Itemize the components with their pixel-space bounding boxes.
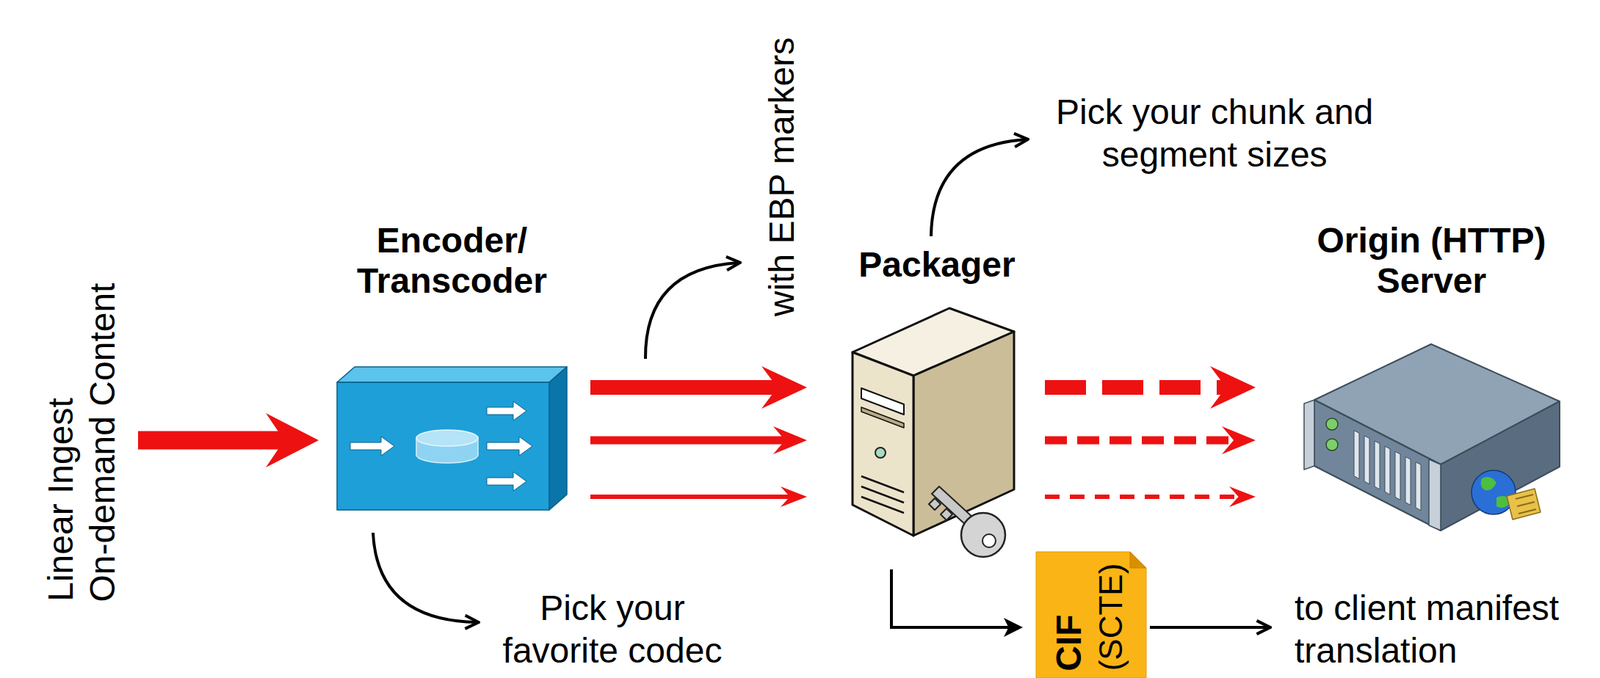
connector-head — [1221, 426, 1256, 455]
box-front — [337, 382, 550, 511]
globe — [1471, 470, 1516, 515]
callout-arrow — [931, 139, 1027, 237]
key-tooth — [940, 508, 953, 521]
input-label: On-demand Content — [84, 282, 122, 603]
white-arrow — [486, 436, 533, 456]
film-frames — [1515, 494, 1537, 514]
connector-line — [1044, 494, 1241, 500]
drive-slot — [861, 407, 904, 429]
node-icon — [1301, 342, 1562, 531]
connector-head — [1229, 486, 1256, 508]
rack-handle — [1428, 459, 1441, 531]
connector-line — [1044, 380, 1228, 396]
white-arrow — [486, 472, 527, 492]
status-led — [1326, 418, 1338, 431]
box-top — [337, 367, 567, 383]
flow-connector — [590, 486, 807, 508]
connector-head — [780, 486, 807, 508]
connector-line — [891, 569, 1011, 628]
drive-bay — [1384, 446, 1390, 495]
node-icon — [852, 306, 1022, 567]
rack-handle — [1304, 400, 1315, 470]
encoder-node: Encoder/ Transcoder — [337, 220, 567, 511]
drive-bay — [1364, 436, 1370, 485]
drive-bay — [1415, 462, 1421, 512]
status-led — [1326, 439, 1338, 451]
callout-arrow — [645, 262, 739, 360]
input-arrow-line — [138, 431, 288, 451]
document-fold — [1130, 552, 1147, 569]
key-tooth — [928, 498, 941, 511]
tower-side — [913, 331, 1015, 537]
cif-document-node: CIF(SCTE) — [1036, 552, 1147, 678]
drive-bay — [1395, 451, 1401, 501]
server-side — [1440, 401, 1560, 531]
grille-line — [861, 486, 904, 503]
box-side — [549, 367, 567, 511]
origin-server-node: Origin (HTTP) Server — [1301, 220, 1562, 531]
connector-line — [590, 380, 780, 396]
drive-bay — [1354, 431, 1360, 480]
connector-head — [773, 426, 807, 455]
node-icon — [337, 367, 567, 511]
flow-connector — [1044, 366, 1256, 409]
connector-head — [1003, 618, 1023, 638]
cylinder-top — [416, 430, 479, 447]
flow-connector — [590, 426, 807, 455]
input-label: Linear Ingest — [42, 397, 80, 603]
server-front — [1314, 400, 1441, 531]
white-arrow — [350, 436, 395, 456]
callout-note: Pick your favorite codec — [497, 587, 727, 673]
document-label: (SCTE) — [1092, 563, 1130, 672]
node-heading: Packager — [852, 244, 1022, 285]
grille-line — [861, 497, 904, 514]
connector-line — [590, 494, 792, 500]
power-led — [875, 447, 886, 459]
white-arrow — [486, 401, 527, 421]
flow-connector — [1044, 486, 1256, 508]
flow-connector — [1044, 426, 1256, 455]
connector-head — [1210, 366, 1256, 409]
film-strip — [1506, 489, 1541, 520]
connector-line — [1044, 436, 1236, 445]
globe-land — [1481, 477, 1512, 509]
flow-connector — [891, 569, 1023, 638]
node-heading: Origin (HTTP) Server — [1301, 220, 1562, 302]
callout-note: Pick your chunk and segment sizes — [1050, 91, 1379, 177]
grille-line — [861, 476, 904, 493]
callout-arrow — [373, 533, 478, 623]
flow-connector — [590, 366, 807, 409]
packager-node: Packager — [852, 244, 1022, 567]
output-label: to client manifest translation — [1294, 587, 1570, 673]
key-head — [961, 513, 1006, 558]
input-arrow-head — [265, 413, 319, 468]
key-hole — [982, 534, 996, 548]
connector-head — [761, 366, 807, 409]
drive-bay — [1405, 456, 1411, 506]
document-shape — [1036, 552, 1147, 678]
document-label: CIF — [1050, 614, 1087, 672]
drive-bay — [1374, 441, 1380, 490]
node-heading: Encoder/ Transcoder — [337, 220, 567, 302]
output-arrow — [1149, 626, 1269, 630]
callout-note: with EBP markers — [763, 36, 801, 317]
tower-front — [852, 352, 914, 537]
connector-line — [590, 436, 787, 445]
